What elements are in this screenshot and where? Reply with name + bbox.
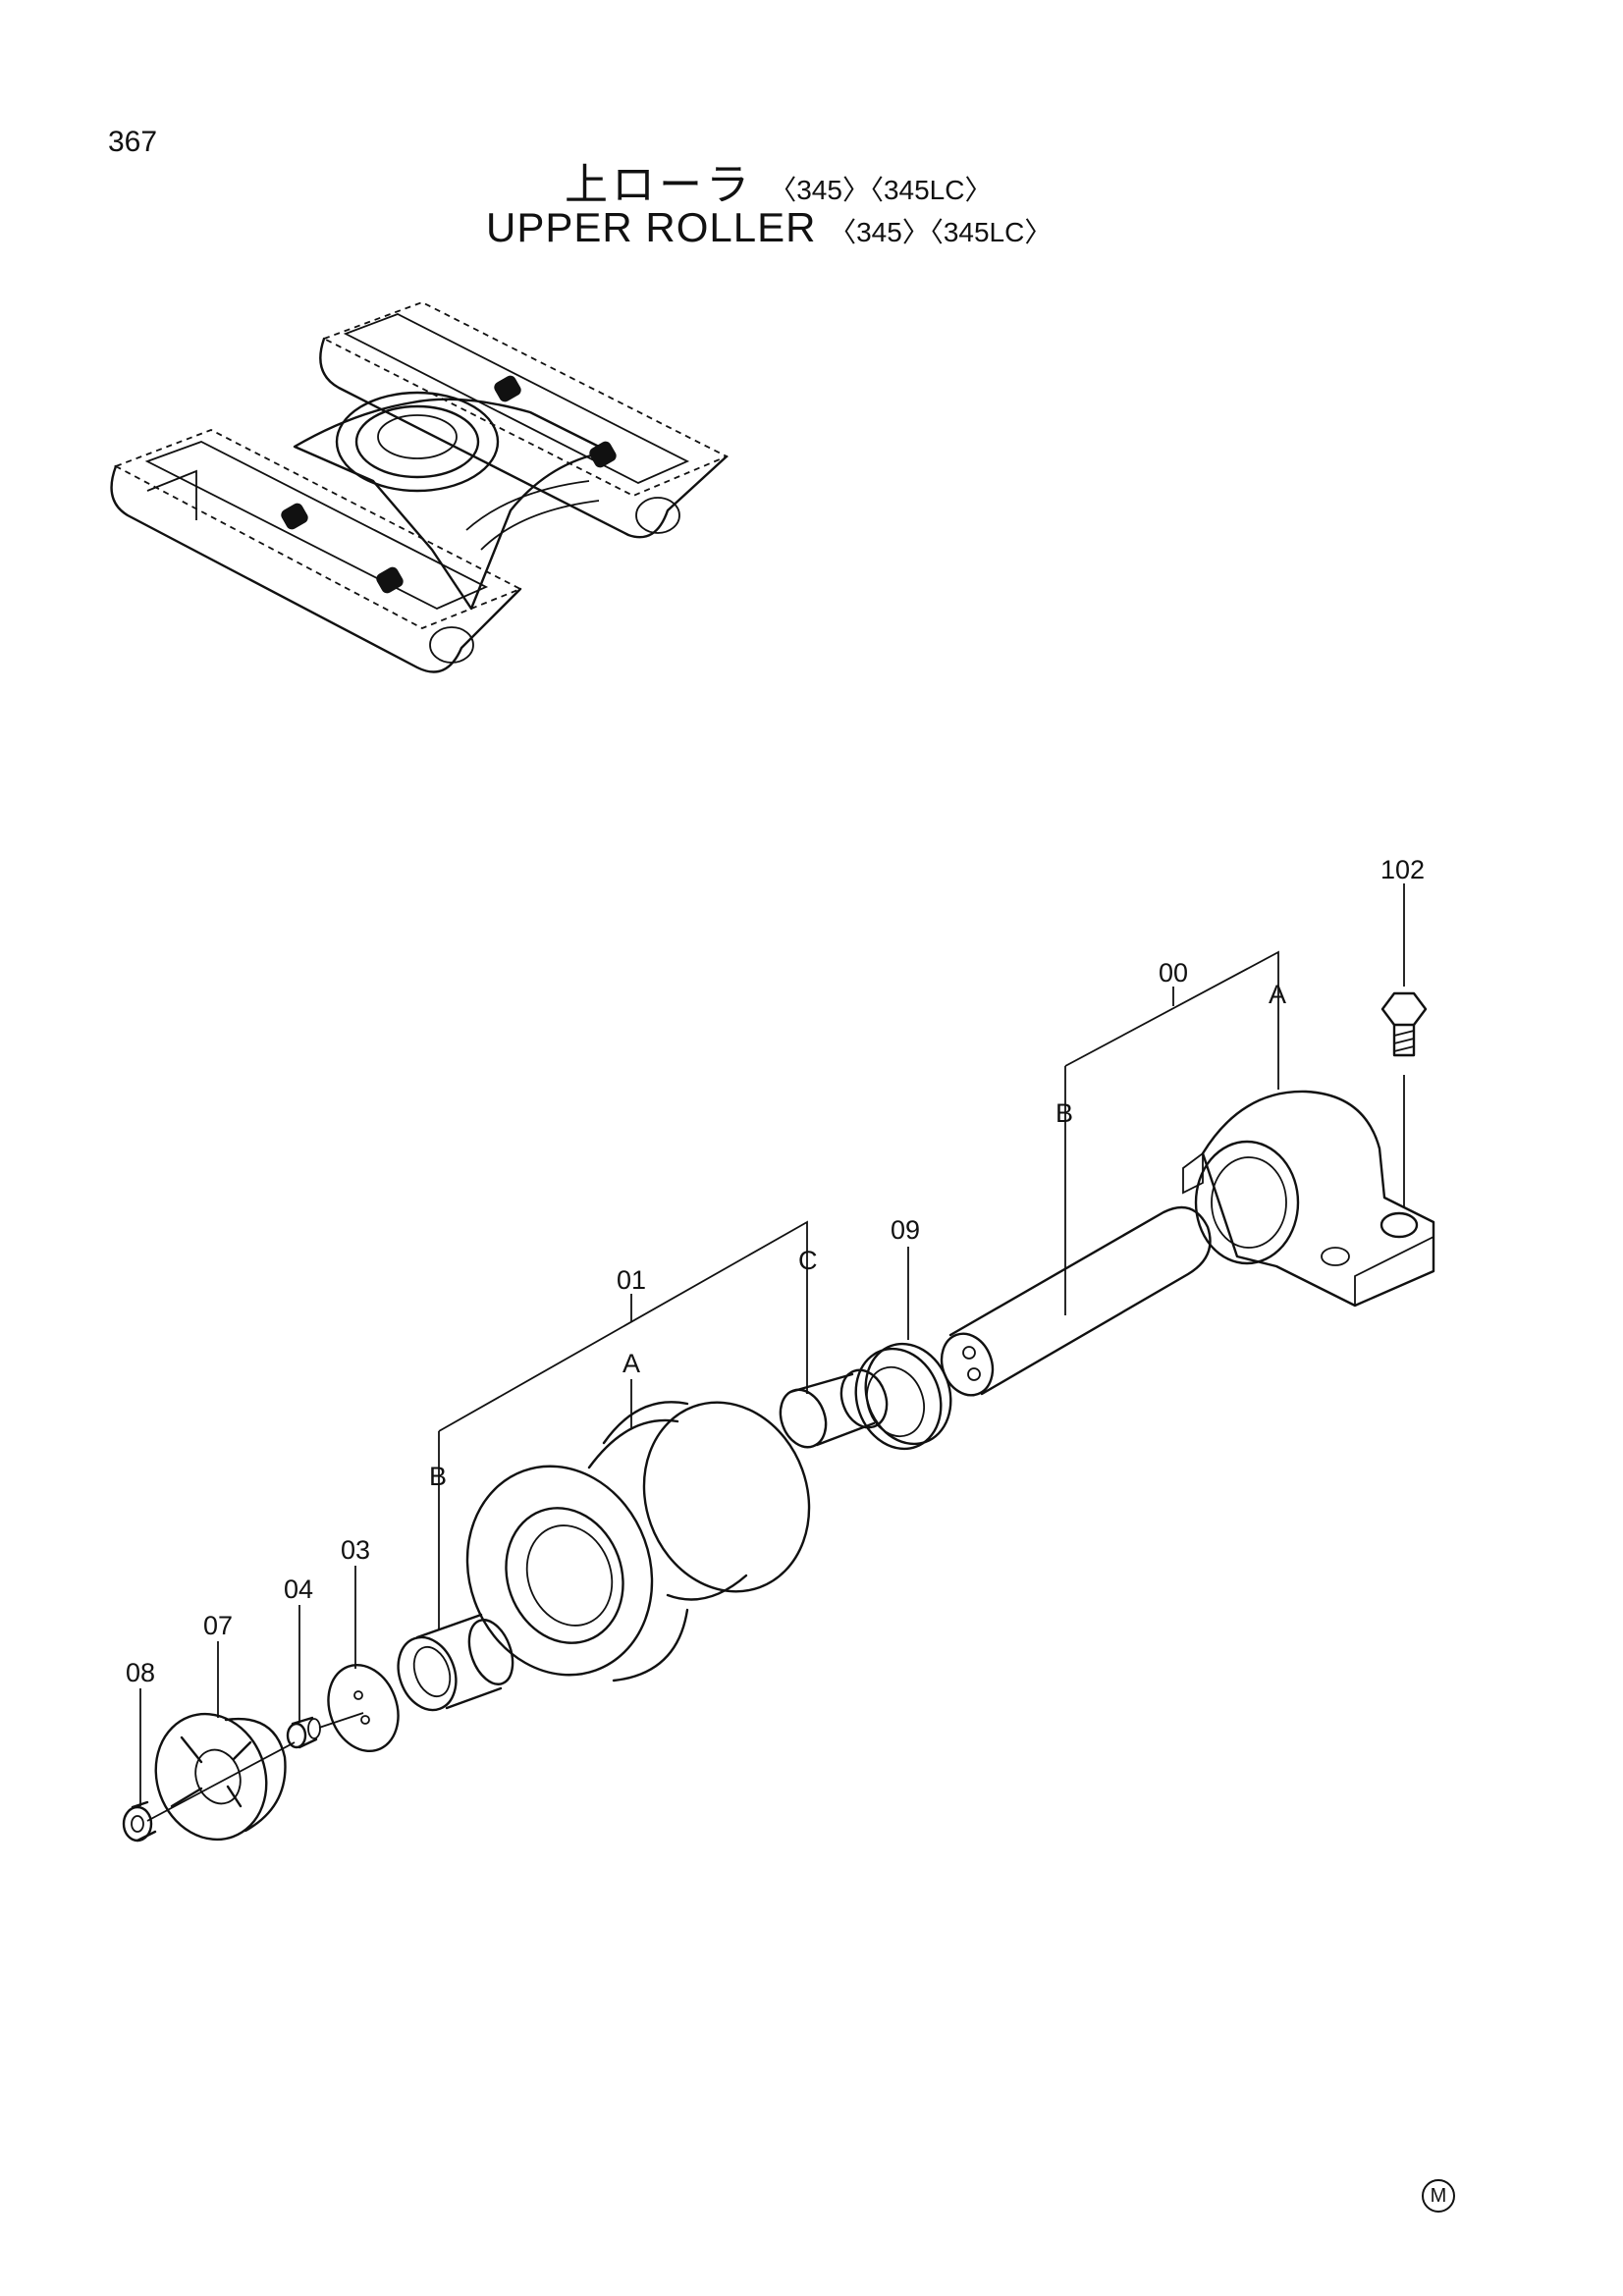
corner-mark: M bbox=[1422, 2179, 1455, 2213]
title-english-text: UPPER ROLLER bbox=[486, 204, 817, 250]
title-japanese-text: 上ローラ bbox=[565, 161, 753, 209]
title-japanese: 上ローラ 〈345〉〈345LC〉 bbox=[565, 149, 992, 212]
model-345: 〈345〉 bbox=[829, 217, 930, 247]
page-number: 367 bbox=[108, 126, 158, 158]
plug-08 bbox=[122, 1800, 157, 1842]
callout-01-a: A bbox=[622, 1349, 640, 1378]
callout-01-c: C bbox=[798, 1246, 818, 1275]
callout-09: 09 bbox=[891, 1215, 920, 1245]
thrust-plate bbox=[327, 1663, 400, 1753]
callout-102: 102 bbox=[1380, 855, 1425, 884]
callout-00-a: A bbox=[1269, 980, 1286, 1009]
bushing bbox=[779, 1368, 889, 1449]
cover-07 bbox=[146, 1712, 296, 1842]
callout-01: 01 bbox=[617, 1265, 646, 1295]
callout-04: 04 bbox=[284, 1575, 313, 1604]
undercarriage-overview bbox=[110, 301, 730, 673]
callout-08: 08 bbox=[126, 1658, 155, 1687]
upper-roller-marker bbox=[281, 375, 617, 594]
flanged-bushing bbox=[397, 1613, 514, 1712]
screw-04 bbox=[286, 1712, 364, 1749]
callout-00: 00 bbox=[1159, 958, 1188, 988]
model-345lc: 〈345LC〉 bbox=[929, 217, 1053, 247]
title-english: UPPER ROLLER 〈345〉〈345LC〉 bbox=[486, 204, 1052, 251]
shaft bbox=[940, 1205, 1212, 1397]
callout-07: 07 bbox=[203, 1611, 233, 1640]
callout-01-b: B bbox=[429, 1462, 447, 1491]
leader-lines bbox=[139, 950, 1279, 1806]
callout-03: 03 bbox=[341, 1535, 370, 1565]
bolt-102 bbox=[1380, 991, 1428, 1057]
model-345: 〈345〉 bbox=[769, 175, 870, 205]
model-345lc: 〈345LC〉 bbox=[869, 175, 993, 205]
callout-00-b: B bbox=[1055, 1098, 1073, 1128]
roller-body bbox=[465, 1401, 811, 1682]
seal-09 bbox=[854, 1342, 952, 1451]
bracket bbox=[1182, 1090, 1435, 1308]
